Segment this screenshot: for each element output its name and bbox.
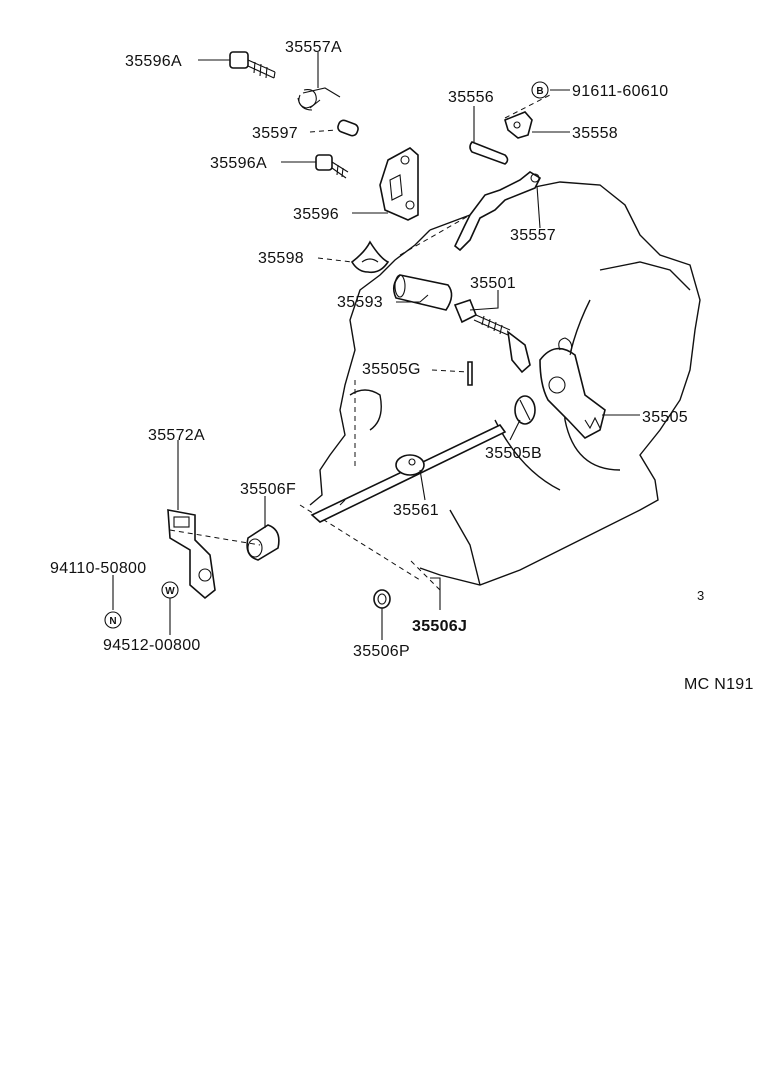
callout-35572A: 35572A [148,427,205,444]
callout-35597: 35597 [252,125,298,142]
part-35572A-bracket [167,509,216,600]
stray-mark: 3 [697,588,705,603]
callout-35505G: 35505G [362,361,421,378]
callout-35596: 35596 [293,206,339,223]
part-35506P-ring [373,589,391,609]
part-35505G-pin [467,361,473,386]
callout-35593: 35593 [337,294,383,311]
callout-35561: 35561 [393,502,439,519]
part-35557A-spring [297,87,341,111]
nut-symbol-label: N [109,616,116,627]
part-35506F-bushing [246,524,280,561]
callout-labels: 35596A 35557A 35597 35596A 35596 35598 3… [50,39,754,693]
callout-35556: 35556 [448,89,494,106]
callout-35598: 35598 [258,250,304,267]
nut-symbol: N [104,611,122,629]
part-35596-bracket [379,147,419,221]
part-35597-pin [337,119,359,137]
callout-94512-00800: 94512-00800 [103,637,201,654]
callout-35557A: 35557A [285,39,342,56]
callout-94110-50800: 94110-50800 [50,560,146,577]
part-35556-pin [469,141,509,165]
part-35557-lever [454,171,542,252]
callout-35506P: 35506P [353,643,410,660]
callout-91611-60610: 91611-60610 [572,83,668,100]
callout-35505B: 35505B [485,445,542,462]
callout-35501: 35501 [470,275,516,292]
part-35561-shaft [310,423,507,523]
part-35505-sector [539,337,606,439]
callout-35506J: 35506J [412,618,467,635]
callout-35506F: 35506F [240,481,296,498]
bolt-symbol: B [531,81,549,99]
callout-35558: 35558 [572,125,618,142]
callout-35596A-mid: 35596A [210,155,267,172]
washer-symbol: W [161,581,179,599]
callout-35505: 35505 [642,409,688,426]
part-35593-sleeve [392,274,453,311]
transmission-case [299,181,701,586]
part-35596A-bolt-mid [315,154,349,179]
part-35505B-washer [514,395,536,425]
bolt-symbol-label: B [536,86,543,97]
leader-lines [112,52,640,640]
diagram-code: MC N191 [684,676,754,693]
part-35598-bushing [350,240,390,274]
part-35596A-bolt-top [229,51,276,79]
part-35558-clip [504,111,533,139]
callout-35596A-top: 35596A [125,53,182,70]
part-35501-adjuster [453,299,531,374]
callout-35557: 35557 [510,227,556,244]
washer-symbol-label: W [165,586,175,597]
